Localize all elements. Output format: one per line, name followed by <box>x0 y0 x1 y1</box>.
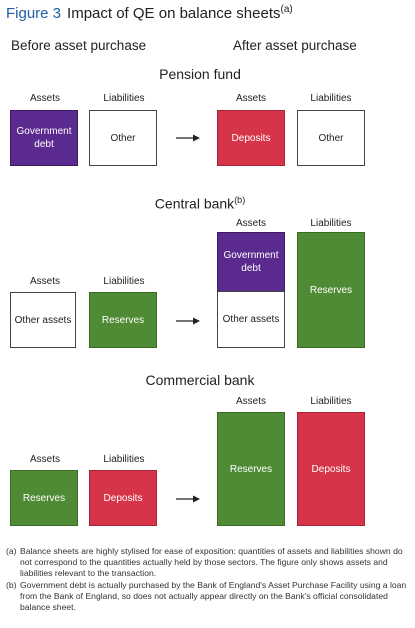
footnotes: (a) Balance sheets are highly stylised f… <box>6 546 410 614</box>
arrow-right-icon <box>176 134 200 142</box>
central-bank-title-text: Central bank <box>154 195 235 212</box>
commercial-bank-title: Commercial bank <box>145 372 255 388</box>
commercial-before-reserves: Reserves <box>10 470 78 526</box>
central-after-liabilities-label: Liabilities <box>310 218 352 229</box>
arrow-right-icon <box>176 317 200 325</box>
pension-before-liabilities-label: Liabilities <box>103 93 145 104</box>
central-before-other-assets: Other assets <box>10 292 76 348</box>
central-before-liabilities-label: Liabilities <box>103 276 145 287</box>
figure-number: Figure 3 <box>6 5 62 22</box>
commercial-before-deposits: Deposits <box>89 470 157 526</box>
figure-title: Figure 3 Impact of QE on balance sheets(a… <box>6 4 293 22</box>
central-before-assets-label: Assets <box>29 276 60 287</box>
pension-fund-title: Pension fund <box>159 66 241 82</box>
central-after-assets-label: Assets <box>235 218 266 229</box>
central-after-reserves: Reserves <box>297 232 365 348</box>
footnote-key: (b) <box>6 580 17 590</box>
pension-before-government-debt: Government debt <box>10 110 78 166</box>
commercial-after-deposits: Deposits <box>297 412 365 526</box>
central-before-reserves: Reserves <box>89 292 157 348</box>
commercial-after-assets-label: Assets <box>235 396 266 407</box>
figure-title-text: Impact of QE on balance sheets <box>67 5 281 22</box>
pension-before-assets-label: Assets <box>29 93 60 104</box>
pension-after-other: Other <box>297 110 365 166</box>
footnote-b: (b) Government debt is actually purchase… <box>6 580 410 613</box>
after-heading: After asset purchase <box>233 38 357 53</box>
pension-after-deposits: Deposits <box>217 110 285 166</box>
arrow-right-icon <box>176 495 200 503</box>
central-after-other-assets: Other assets <box>217 291 285 348</box>
footnote-text: Government debt is actually purchased by… <box>20 580 407 612</box>
footnote-a: (a) Balance sheets are highly stylised f… <box>6 546 410 579</box>
footnote-text: Balance sheets are highly stylised for e… <box>20 546 403 578</box>
footnote-key: (a) <box>6 546 17 556</box>
commercial-before-liabilities-label: Liabilities <box>103 454 145 465</box>
before-heading: Before asset purchase <box>11 38 147 53</box>
pension-after-assets-label: Assets <box>235 93 266 104</box>
central-bank-title-note: (b) <box>234 195 246 205</box>
commercial-after-liabilities-label: Liabilities <box>310 396 352 407</box>
commercial-before-assets-label: Assets <box>29 454 60 465</box>
commercial-after-reserves: Reserves <box>217 412 285 526</box>
central-bank-title: Central bank(b) <box>120 195 280 212</box>
central-after-government-debt: Government debt <box>217 232 285 292</box>
figure-title-note: (a) <box>280 4 293 15</box>
pension-before-other: Other <box>89 110 157 166</box>
pension-after-liabilities-label: Liabilities <box>310 93 352 104</box>
